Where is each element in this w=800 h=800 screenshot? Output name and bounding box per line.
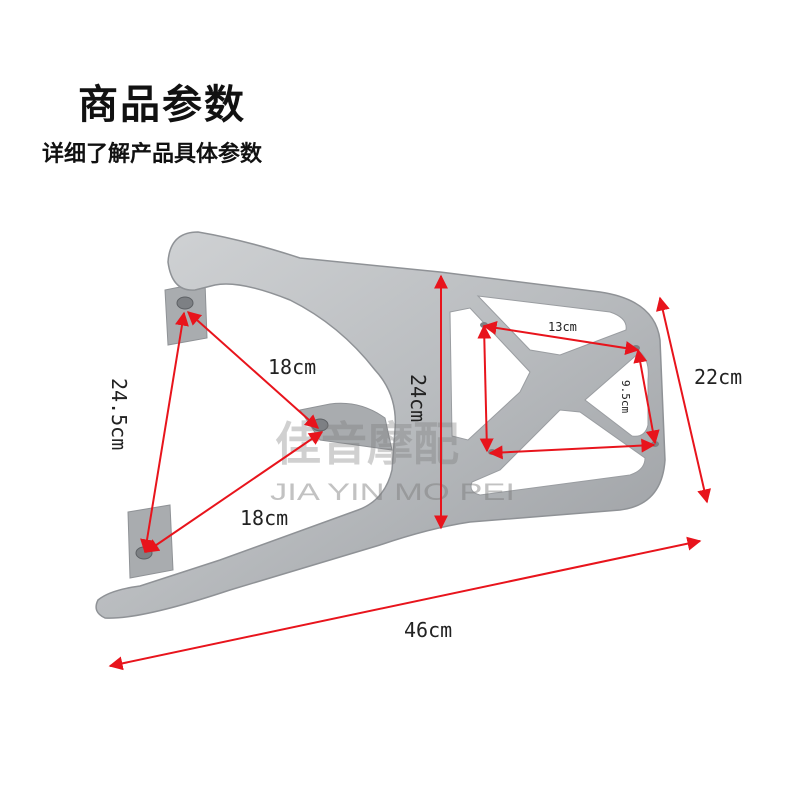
label-mount-span: 24.5cm [107,378,131,450]
label-arm-lower: 18cm [240,506,288,530]
arrow-overall-length [108,536,702,671]
page-title: 商品参数 [78,82,246,128]
upper-mount-tab [164,281,208,346]
arrow-arm-upper [186,311,320,429]
watermark-en: JIA YIN MO PEI [270,479,515,506]
label-rack-side: 22cm [694,365,742,389]
arrow-rack-inner [633,348,660,445]
label-rack-height: 24cm [406,374,430,422]
arrow-rack-side [656,296,711,504]
arrow-rack-left [477,324,494,453]
label-rack-inner: 9.5cm [619,380,632,413]
arrow-rack-top [482,321,640,355]
label-arm-upper: 18cm [268,355,316,379]
arrow-rack-bottom [488,438,656,460]
label-rack-top: 13cm [548,320,577,334]
watermark-cn: 佳音摩配 [275,417,459,471]
dimension-arrows [108,274,711,671]
arrow-mount-span [140,311,189,554]
page-subtitle: 详细了解产品具体参数 [42,142,263,167]
bolt-hole-upper [176,296,194,310]
label-overall-length: 46cm [404,618,452,642]
